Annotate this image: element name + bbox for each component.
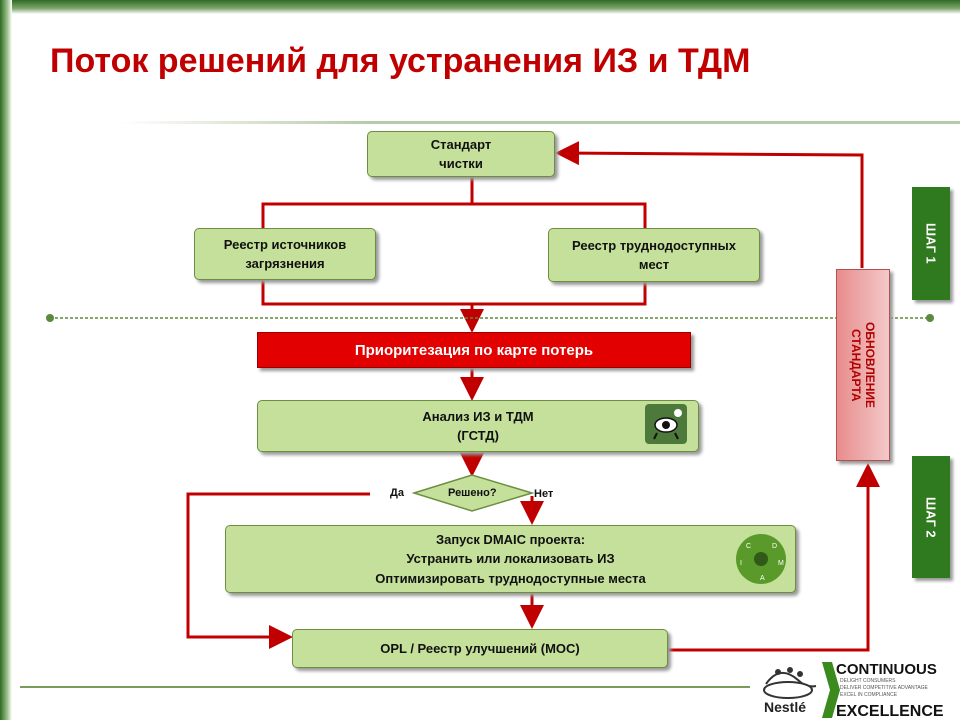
- arrow-yes-to-opl: [186, 492, 370, 649]
- arrow-opl-to-update: [668, 463, 880, 652]
- decision-label: Решено?: [448, 487, 497, 499]
- nestle-continuous-excellence-logo: Nestlé CONTINUOUS DELIGHT CONSUMERS DELI…: [763, 661, 944, 720]
- dmaic-letter-d: D: [772, 543, 777, 550]
- dmaic-letter-m: M: [778, 560, 784, 567]
- left-frame-border: [0, 0, 12, 720]
- top-frame-border: [0, 0, 960, 14]
- dmaic-project-label: Запуск DMAIC проекта: Устранить или лока…: [375, 531, 646, 586]
- dmaic-letter-a: A: [760, 575, 765, 582]
- nestle-brand-text: Nestlé: [764, 699, 806, 715]
- title-divider: [120, 121, 960, 124]
- arrow-update-to-standard: [555, 141, 864, 268]
- opl-box: OPL / Реестр улучшений (МОС): [292, 629, 668, 668]
- divider-dot-left: [46, 314, 54, 322]
- step-2-tab: ШАГ 2: [912, 456, 950, 578]
- dmaic-project-box: Запуск DMAIC проекта: Устранить или лока…: [225, 525, 796, 593]
- contamination-sources-box: Реестр источников загрязнения: [194, 228, 376, 280]
- dmaic-cycle-icon: C D M A I: [736, 534, 786, 584]
- step-1-tab: ШАГ 1: [912, 187, 950, 300]
- prioritization-label: Приоритезация по карте потерь: [354, 341, 594, 359]
- analysis-label: Анализ ИЗ и ТДМ (ГСТД): [422, 408, 534, 444]
- analysis-box: Анализ ИЗ и ТДМ (ГСТД): [257, 400, 699, 452]
- step-2-label: ШАГ 2: [923, 496, 939, 538]
- yes-label: Да: [390, 487, 404, 499]
- hard-access-places-box: Реестр труднодоступных мест: [548, 228, 760, 282]
- opl-label: OPL / Реестр улучшений (МОС): [380, 640, 580, 656]
- decision-diamond: [411, 474, 535, 512]
- hard-access-places-label: Реестр труднодоступных мест: [572, 237, 736, 273]
- dmaic-letter-c: C: [746, 543, 751, 550]
- prioritization-box: Приоритезация по карте потерь: [257, 332, 691, 368]
- connector-branch-bottom: [261, 280, 647, 306]
- divider-dot-right: [926, 314, 934, 322]
- cleaning-standard-label: Стандарт чистки: [430, 136, 492, 172]
- cleaning-standard-box: Стандарт чистки: [367, 131, 555, 177]
- standard-update-label: ОБНОВЛЕНИЕ СТАНДАРТА: [849, 321, 877, 409]
- continuous-text: CONTINUOUS: [836, 661, 937, 678]
- connector-branch-top: [261, 202, 647, 228]
- tagline-line-1: DELIGHT CONSUMERS: [840, 678, 896, 684]
- tagline-line-3: EXCEL IN COMPLIANCE: [840, 692, 898, 698]
- no-label: Нет: [534, 488, 554, 500]
- inspection-eye-icon: [645, 404, 687, 444]
- footer-divider: [20, 686, 750, 688]
- step-1-label: ШАГ 1: [923, 223, 939, 264]
- dmaic-letter-i: I: [740, 560, 742, 567]
- standard-update-box: ОБНОВЛЕНИЕ СТАНДАРТА: [836, 269, 890, 461]
- contamination-sources-label: Реестр источников загрязнения: [223, 236, 347, 272]
- excellence-text: EXCELLENCE: [836, 703, 944, 720]
- tagline-line-2: DELIVER COMPETITIVE ADVANTAGE: [840, 685, 929, 691]
- nestle-nest-icon: [763, 667, 817, 699]
- page-title: Поток решений для устранения ИЗ и ТДМ: [50, 42, 751, 80]
